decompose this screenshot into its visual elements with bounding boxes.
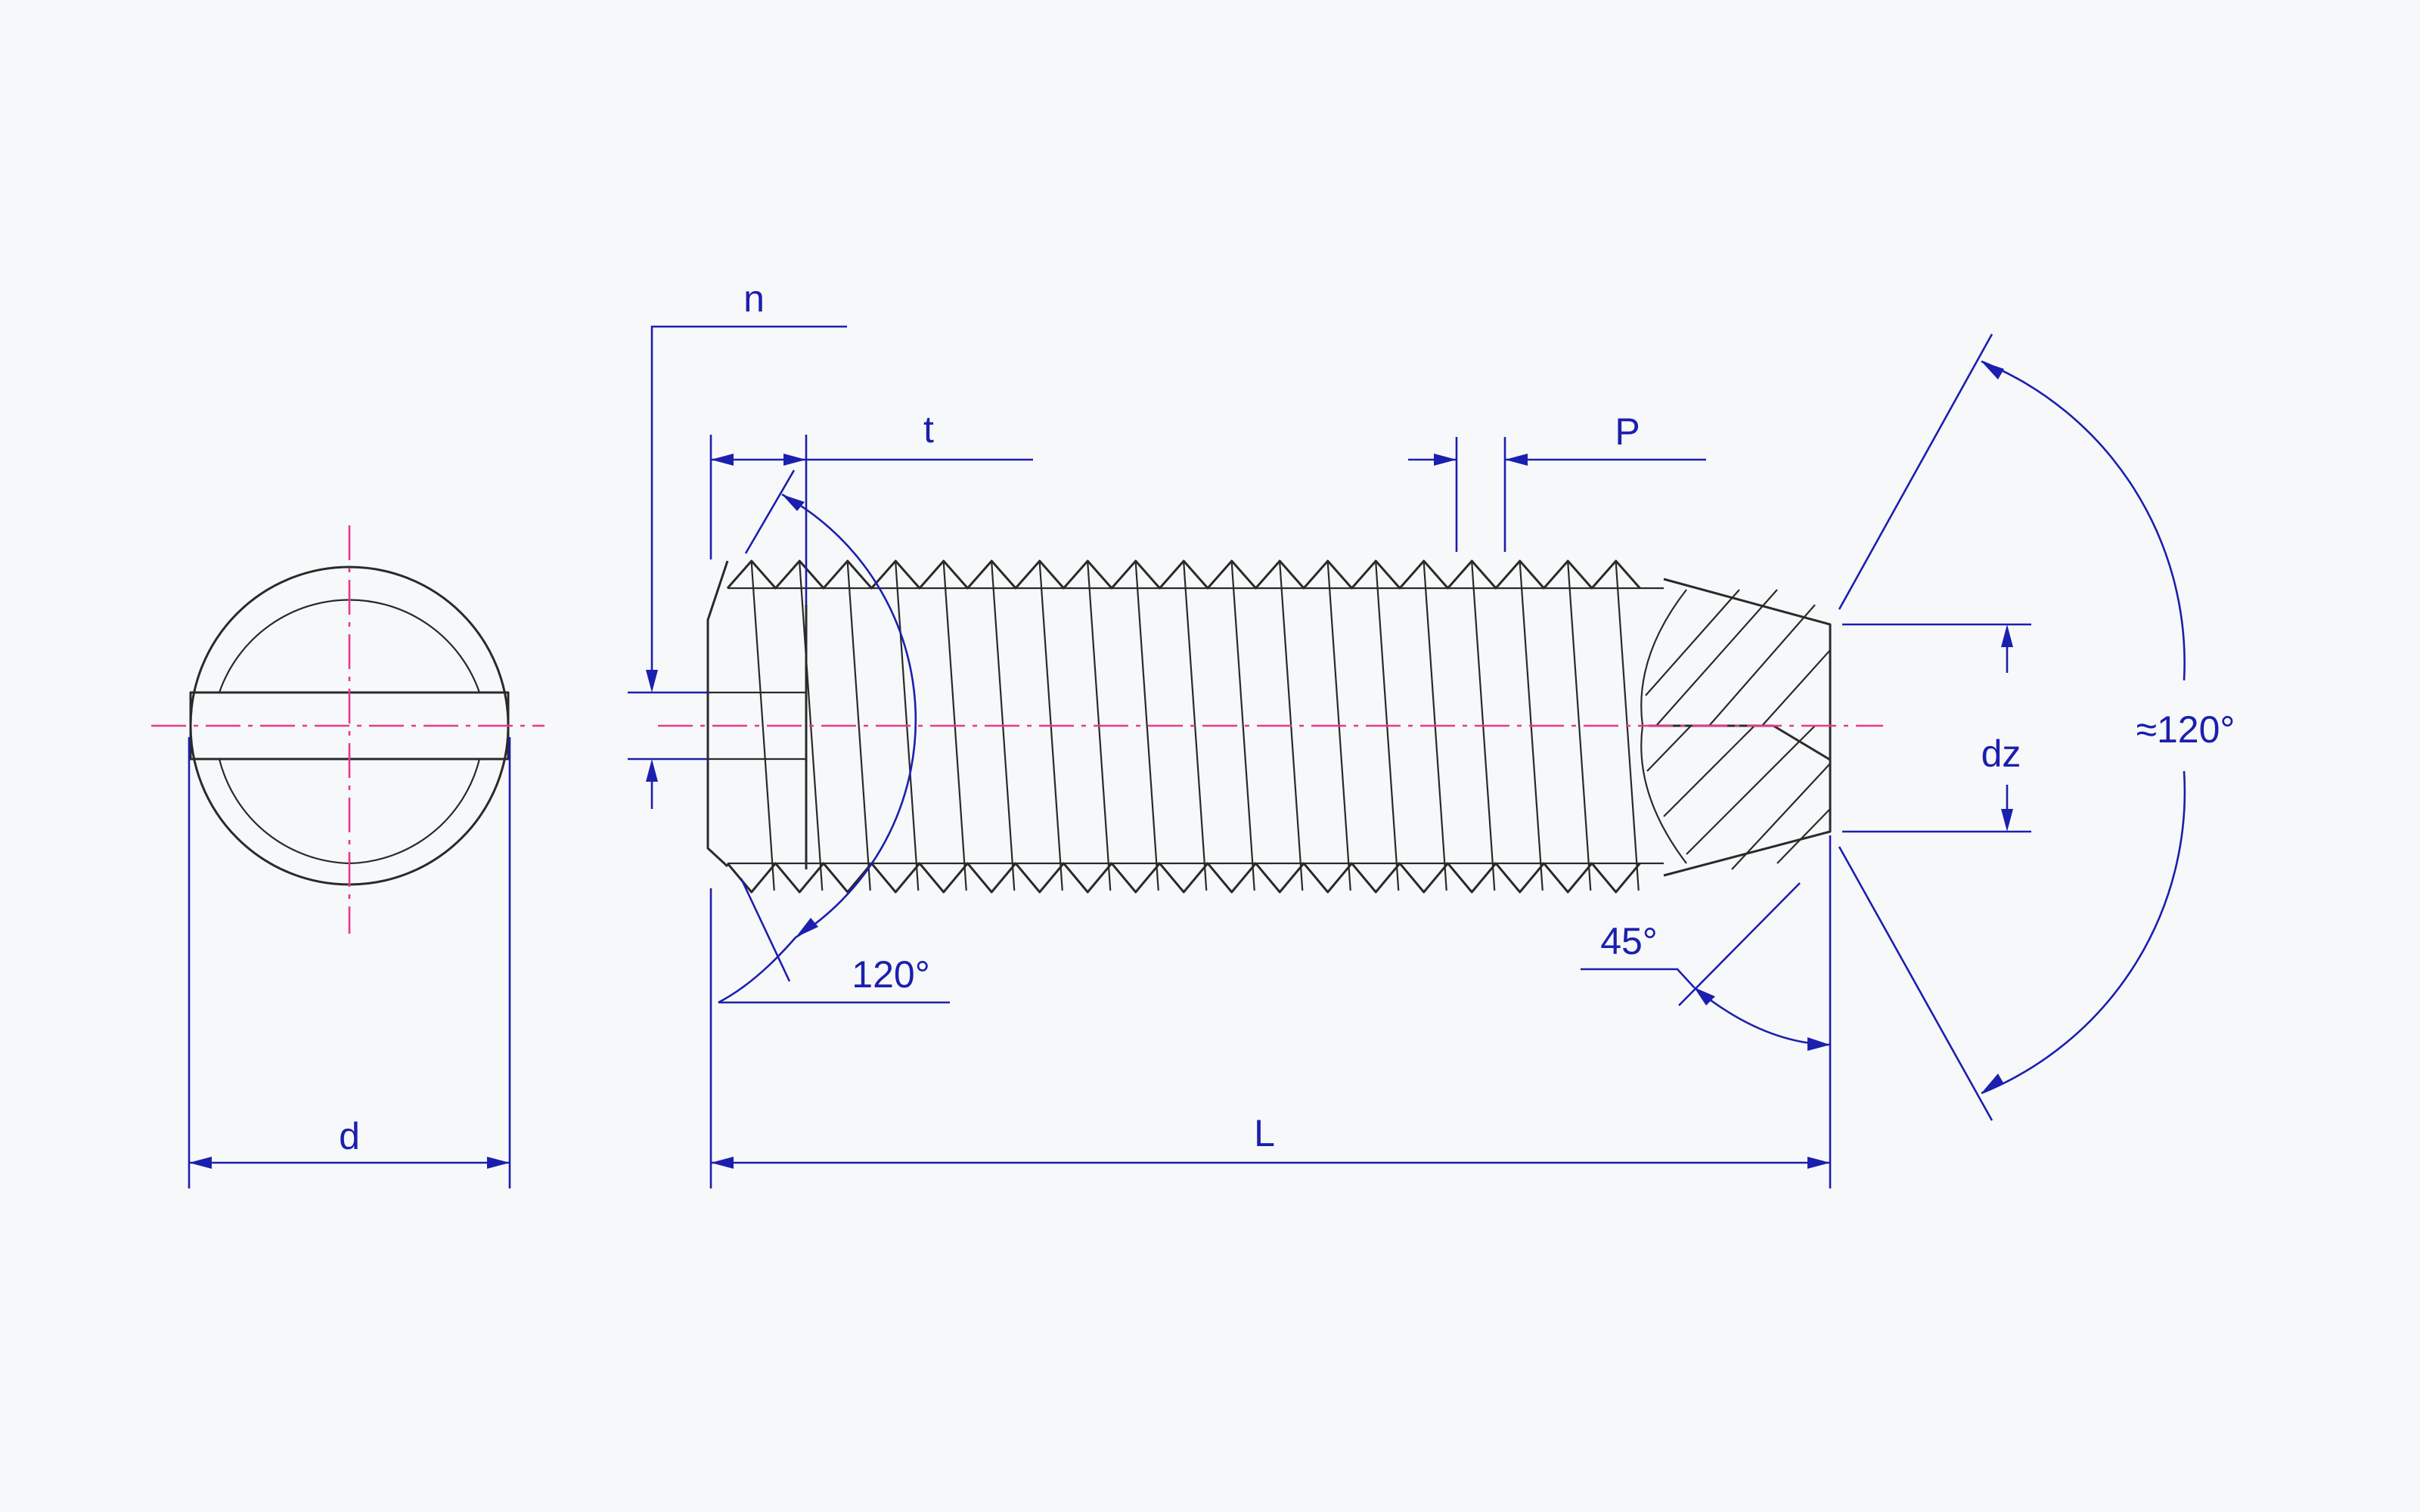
label-p: P <box>1615 411 1640 453</box>
dimension-t: t <box>709 408 1033 605</box>
hatch-line <box>1731 763 1831 870</box>
dimension-d: d <box>188 737 511 1188</box>
hatch-line <box>1686 725 1816 855</box>
label-t: t <box>923 408 934 451</box>
thread-crest-top <box>726 559 1641 590</box>
dimension-dz: dz <box>1842 623 2031 833</box>
label-l: L <box>1254 1112 1275 1154</box>
cone-point-profile <box>1649 724 1831 761</box>
label-dz: dz <box>1981 733 2021 775</box>
dimension-slot-angle: 120° <box>718 469 950 1004</box>
dimension-chamfer-angle: 45° <box>1581 882 1831 1051</box>
end-view-inner-arc-lower <box>218 758 350 865</box>
thread-flank-line <box>1567 562 1592 891</box>
hatch-line <box>1776 808 1831 864</box>
dimension-l: L <box>709 835 1832 1188</box>
thread-crest-bottom <box>726 862 1641 894</box>
hatch-line <box>1645 589 1740 696</box>
hatch-line <box>1655 589 1778 727</box>
thread-flank-line <box>750 562 775 891</box>
end-view <box>151 525 544 934</box>
dimension-tip-angle: ≈120° <box>1838 333 2235 1121</box>
thread-flank-line <box>1134 562 1159 891</box>
label-chamfer-angle: 45° <box>1600 920 1658 962</box>
thread-flank-line <box>846 562 871 891</box>
label-slot-angle: 120° <box>852 953 929 996</box>
label-n: n <box>743 277 765 320</box>
hatch-line <box>1761 649 1831 727</box>
hatch-line <box>1663 725 1755 817</box>
section-hatching <box>1645 589 1831 870</box>
slot-end-chamfer <box>706 560 729 868</box>
label-d: d <box>339 1115 360 1157</box>
thread-flank-line <box>1230 562 1255 891</box>
dimension-n: n <box>628 277 847 809</box>
hatch-line <box>1646 725 1692 772</box>
dimension-p: P <box>1408 411 1706 552</box>
label-tip-angle: ≈120° <box>2136 708 2235 751</box>
hatch-line <box>1708 604 1816 727</box>
